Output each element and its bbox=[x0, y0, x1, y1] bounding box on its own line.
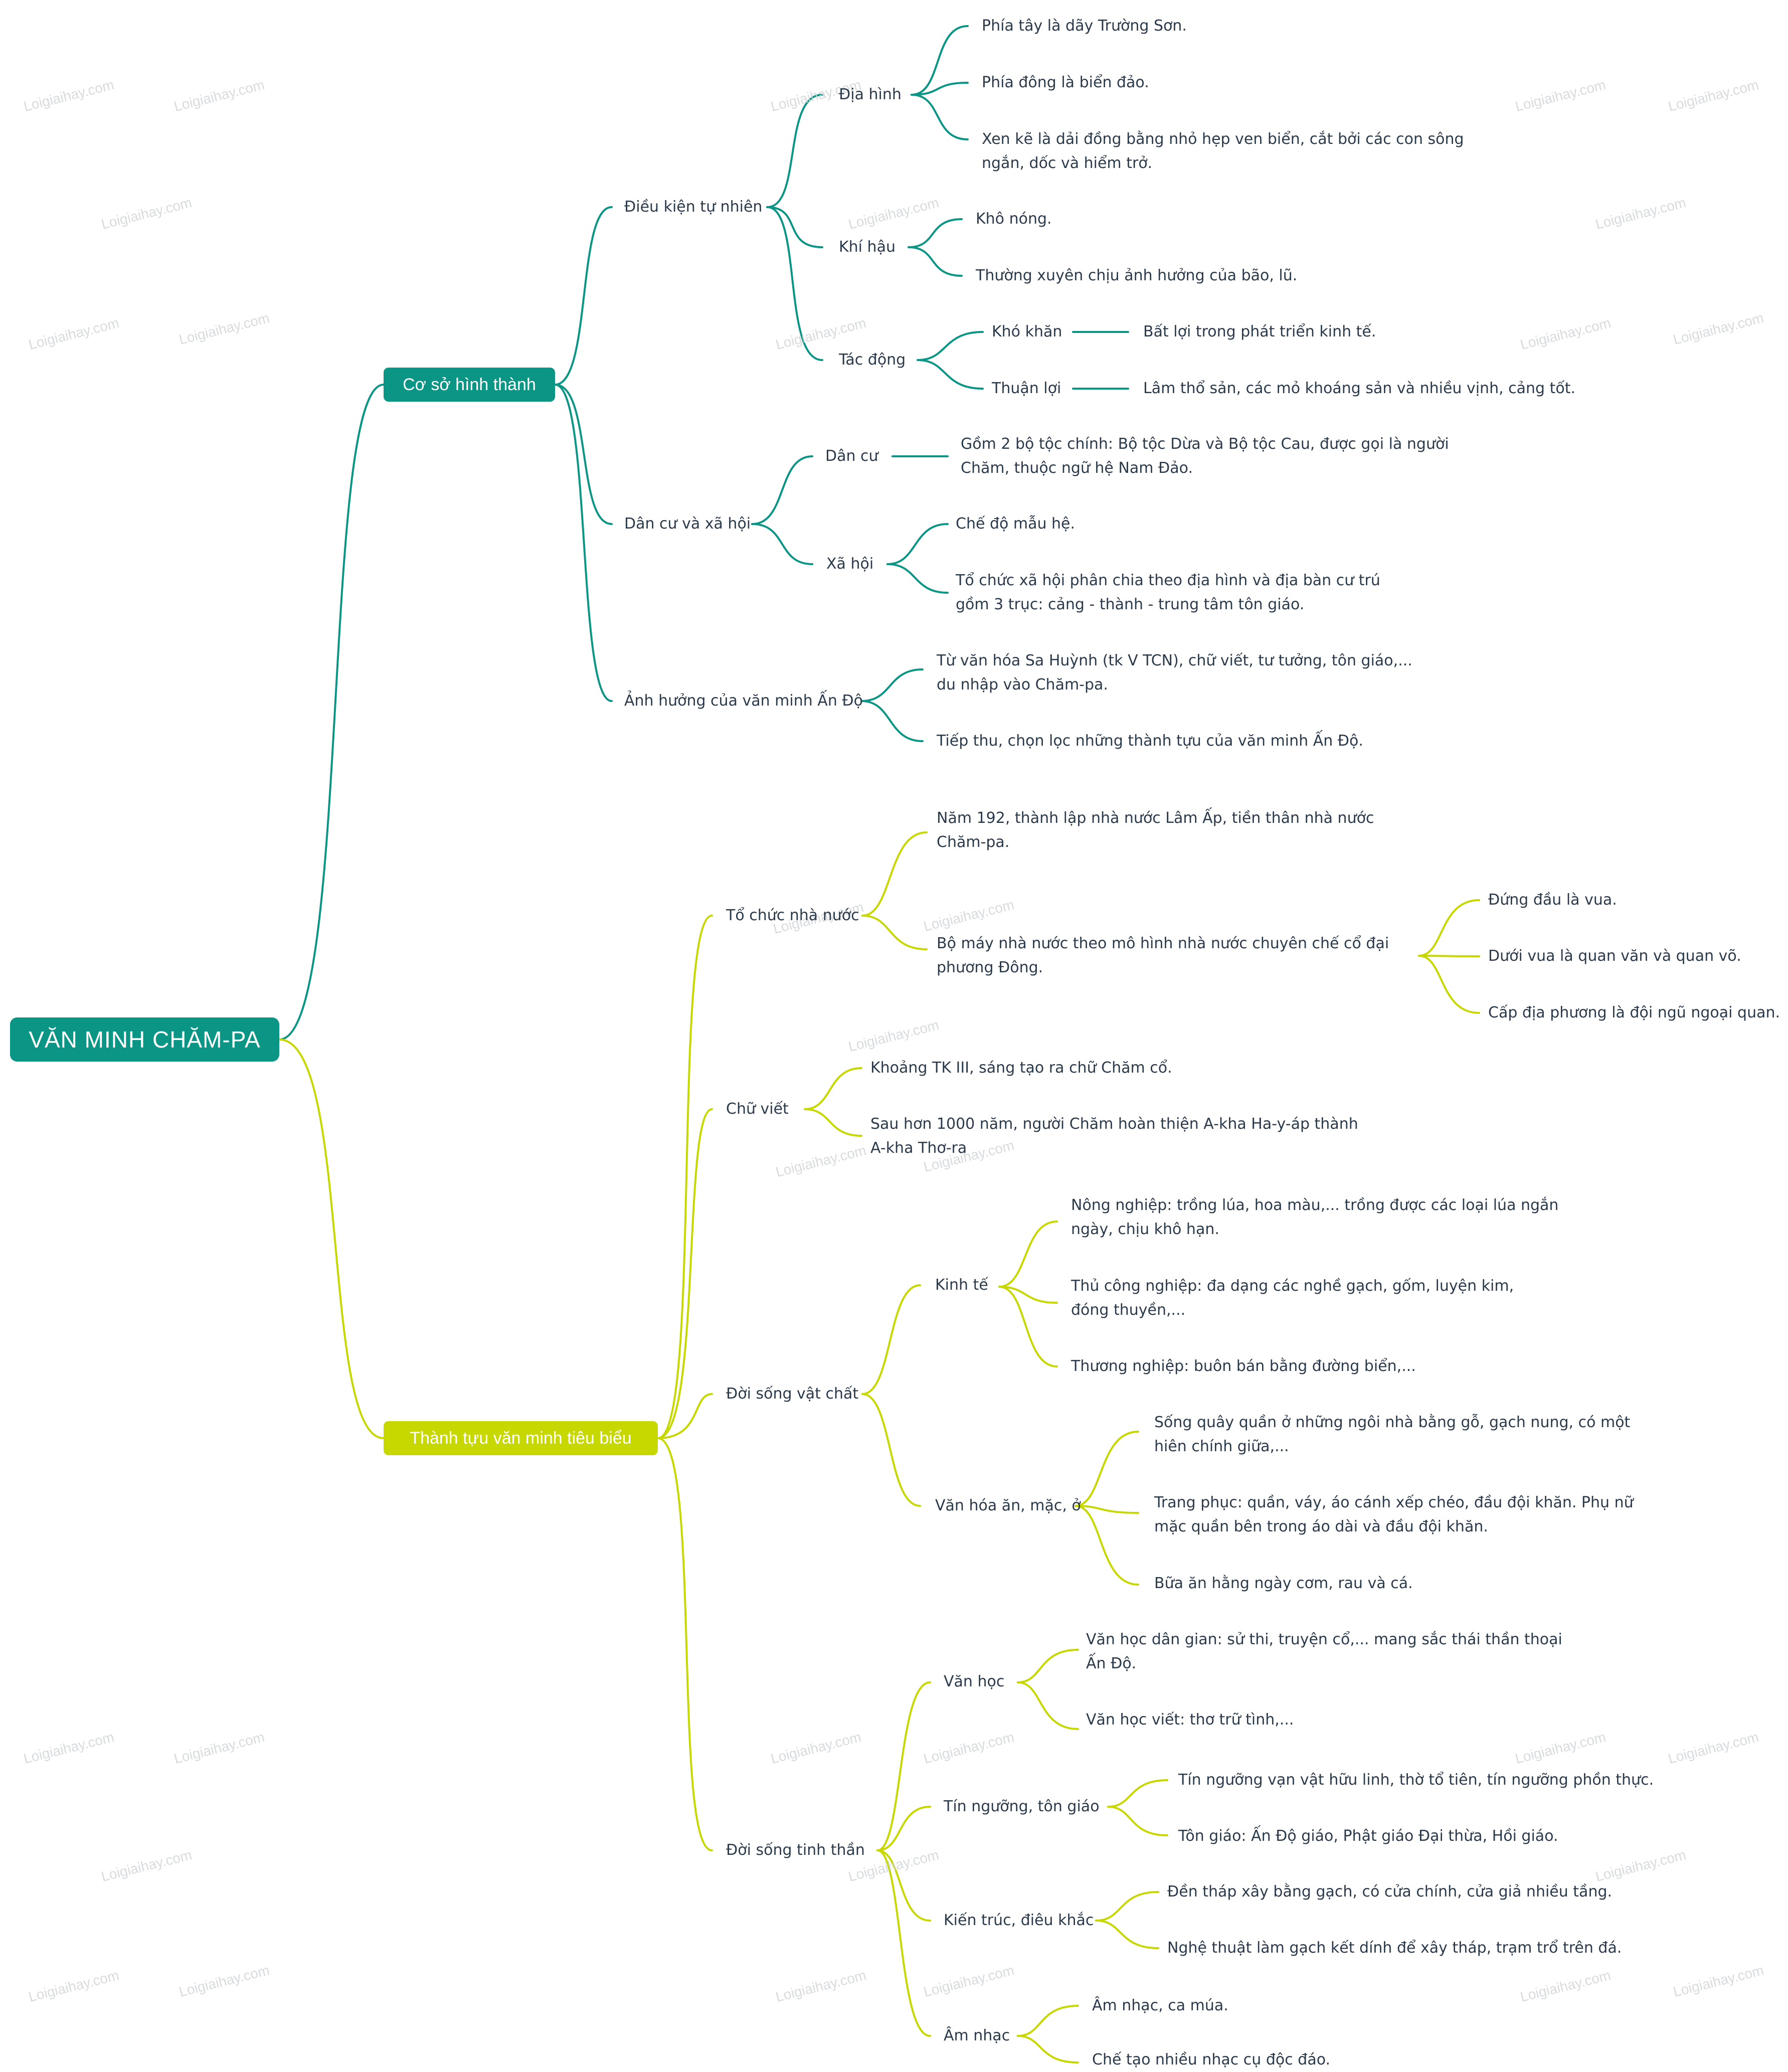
leaf: Bất lợi trong phát triển kinh tế. bbox=[1143, 323, 1376, 340]
leaf: ngắn, dốc và hiểm trở. bbox=[982, 154, 1153, 172]
leaf: Xen kẽ là dải đồng bằng nhỏ hẹp ven biển… bbox=[982, 130, 1464, 148]
leaf: Nghệ thuật làm gạch kết dính để xây tháp… bbox=[1167, 1939, 1622, 1957]
leaf: ngày, chịu khô hạn. bbox=[1071, 1221, 1219, 1238]
leaf: du nhập vào Chăm-pa. bbox=[937, 676, 1108, 694]
leaf: Đền tháp xây bằng gạch, có cửa chính, cử… bbox=[1167, 1883, 1613, 1901]
leaf: mặc quần bên trong áo dài và đầu đội khă… bbox=[1154, 1518, 1488, 1535]
leaf: Phía tây là dãy Trường Sơn. bbox=[982, 17, 1187, 35]
node-to-chuc-nha-nuoc[interactable]: Tổ chức nhà nước bbox=[726, 907, 859, 924]
leaf: gồm 3 trục: cảng - thành - trung tâm tôn… bbox=[956, 596, 1305, 613]
node-dia-hinh[interactable]: Địa hình bbox=[839, 86, 902, 103]
leaf: Chăm, thuộc ngữ hệ Nam Đảo. bbox=[961, 459, 1193, 477]
leaf: Gồm 2 bộ tộc chính: Bộ tộc Dừa và Bộ tộc… bbox=[961, 435, 1449, 453]
node-bo-may-nha-nuoc-line2: phương Đông. bbox=[937, 959, 1043, 976]
leaf: Thương nghiệp: buôn bán bằng đường biển,… bbox=[1071, 1357, 1416, 1375]
leaf: Thủ công nghiệp: đa dạng các nghề gạch, … bbox=[1071, 1277, 1514, 1295]
node-am-nhac[interactable]: Âm nhạc bbox=[944, 2027, 1010, 2044]
leaf: Văn học viết: thơ trữ tình,... bbox=[1086, 1711, 1294, 1729]
node-dan-cu-va-xa-hoi[interactable]: Dân cư và xã hội bbox=[624, 515, 751, 533]
node-chu-viet[interactable]: Chữ viết bbox=[726, 1100, 789, 1118]
leaf: Trang phục: quần, váy, áo cánh xếp chéo,… bbox=[1154, 1494, 1634, 1511]
leaf: đóng thuyền,... bbox=[1071, 1301, 1186, 1319]
branch-thanh-tuu[interactable]: Thành tựu văn minh tiêu biểu bbox=[384, 1421, 658, 1455]
leaf: Dưới vua là quan văn và quan võ. bbox=[1488, 947, 1741, 965]
leaf: Khoảng TK III, sáng tạo ra chữ Chăm cổ. bbox=[870, 1059, 1172, 1077]
node-doi-song-tinh-than[interactable]: Đời sống tinh thần bbox=[726, 1841, 865, 1859]
node-kinh-te[interactable]: Kinh tế bbox=[935, 1276, 988, 1294]
node-bo-may-nha-nuoc[interactable]: Bộ máy nhà nước theo mô hình nhà nước ch… bbox=[937, 935, 1389, 952]
leaf: Chế độ mẫu hệ. bbox=[956, 515, 1076, 533]
leaf: Tổ chức xã hội phân chia theo địa hình v… bbox=[956, 572, 1380, 589]
leaf: Ấn Độ. bbox=[1086, 1655, 1137, 1672]
node-khi-hau[interactable]: Khí hậu bbox=[839, 238, 896, 256]
leaf: Năm 192, thành lập nhà nước Lâm Ấp, tiền… bbox=[937, 809, 1374, 827]
leaf: Bữa ăn hằng ngày cơm, rau và cá. bbox=[1154, 1575, 1413, 1592]
branch-co-so-hinh-thanh[interactable]: Cơ sở hình thành bbox=[384, 368, 555, 402]
node-xa-hoi[interactable]: Xã hội bbox=[826, 555, 874, 573]
leaf: Nông nghiệp: trồng lúa, hoa màu,... trồn… bbox=[1071, 1196, 1559, 1214]
leaf: A-kha Thơ-ra bbox=[870, 1139, 967, 1157]
leaf: Âm nhạc, ca múa. bbox=[1092, 1997, 1228, 2014]
node-van-hoa-an-mac-o[interactable]: Văn hóa ăn, mặc, ở bbox=[935, 1497, 1081, 1514]
leaf: Sau hơn 1000 năm, người Chăm hoàn thiện … bbox=[870, 1115, 1358, 1133]
leaf: Khô nóng. bbox=[976, 210, 1052, 228]
leaf: Tôn giáo: Ấn Độ giáo, Phật giáo Đại thừa… bbox=[1178, 1827, 1558, 1845]
node-doi-song-vat-chat[interactable]: Đời sống vật chất bbox=[726, 1385, 859, 1403]
node-kien-truc-dieu-khac[interactable]: Kiến trúc, điêu khắc bbox=[944, 1912, 1094, 1929]
leaf: Chăm-pa. bbox=[937, 833, 1010, 851]
leaf: Văn học dân gian: sử thi, truyện cổ,... … bbox=[1086, 1631, 1562, 1648]
leaf: Sống quây quần ở những ngôi nhà bằng gỗ,… bbox=[1154, 1414, 1631, 1431]
node-anh-huong-an-do[interactable]: Ảnh hưởng của văn minh Ấn Độ bbox=[624, 692, 863, 710]
leaf: Lâm thổ sản, các mỏ khoáng sản và nhiều … bbox=[1143, 380, 1576, 397]
node-thuan-loi[interactable]: Thuận lợi bbox=[992, 380, 1061, 397]
leaf: Tiếp thu, chọn lọc những thành tựu của v… bbox=[937, 732, 1363, 750]
node-tac-dong[interactable]: Tác động bbox=[839, 351, 906, 369]
leaf: Tín ngưỡng vạn vật hữu linh, thờ tổ tiên… bbox=[1178, 1771, 1654, 1789]
node-kho-khan[interactable]: Khó khăn bbox=[992, 323, 1062, 340]
leaf: Cấp địa phương là đội ngũ ngoại quan. bbox=[1488, 1004, 1780, 1021]
leaf: Phía đông là biển đảo. bbox=[982, 74, 1149, 91]
leaf: Chế tạo nhiều nhạc cụ độc đáo. bbox=[1092, 2051, 1331, 2068]
leaf: Đứng đầu là vua. bbox=[1488, 891, 1617, 909]
node-dieu-kien-tu-nhien[interactable]: Điều kiện tự nhiên bbox=[624, 198, 763, 216]
leaf: Thường xuyên chịu ảnh hưởng của bão, lũ. bbox=[976, 267, 1298, 284]
root-node[interactable]: VĂN MINH CHĂM-PA bbox=[10, 1017, 279, 1062]
node-van-hoc[interactable]: Văn học bbox=[944, 1673, 1005, 1690]
node-tin-nguong-ton-giao[interactable]: Tín ngưỡng, tôn giáo bbox=[944, 1798, 1100, 1815]
leaf: hiên chính giữa,... bbox=[1154, 1438, 1289, 1455]
leaf: Từ văn hóa Sa Huỳnh (tk V TCN), chữ viết… bbox=[937, 652, 1412, 669]
node-dan-cu[interactable]: Dân cư bbox=[825, 447, 878, 465]
